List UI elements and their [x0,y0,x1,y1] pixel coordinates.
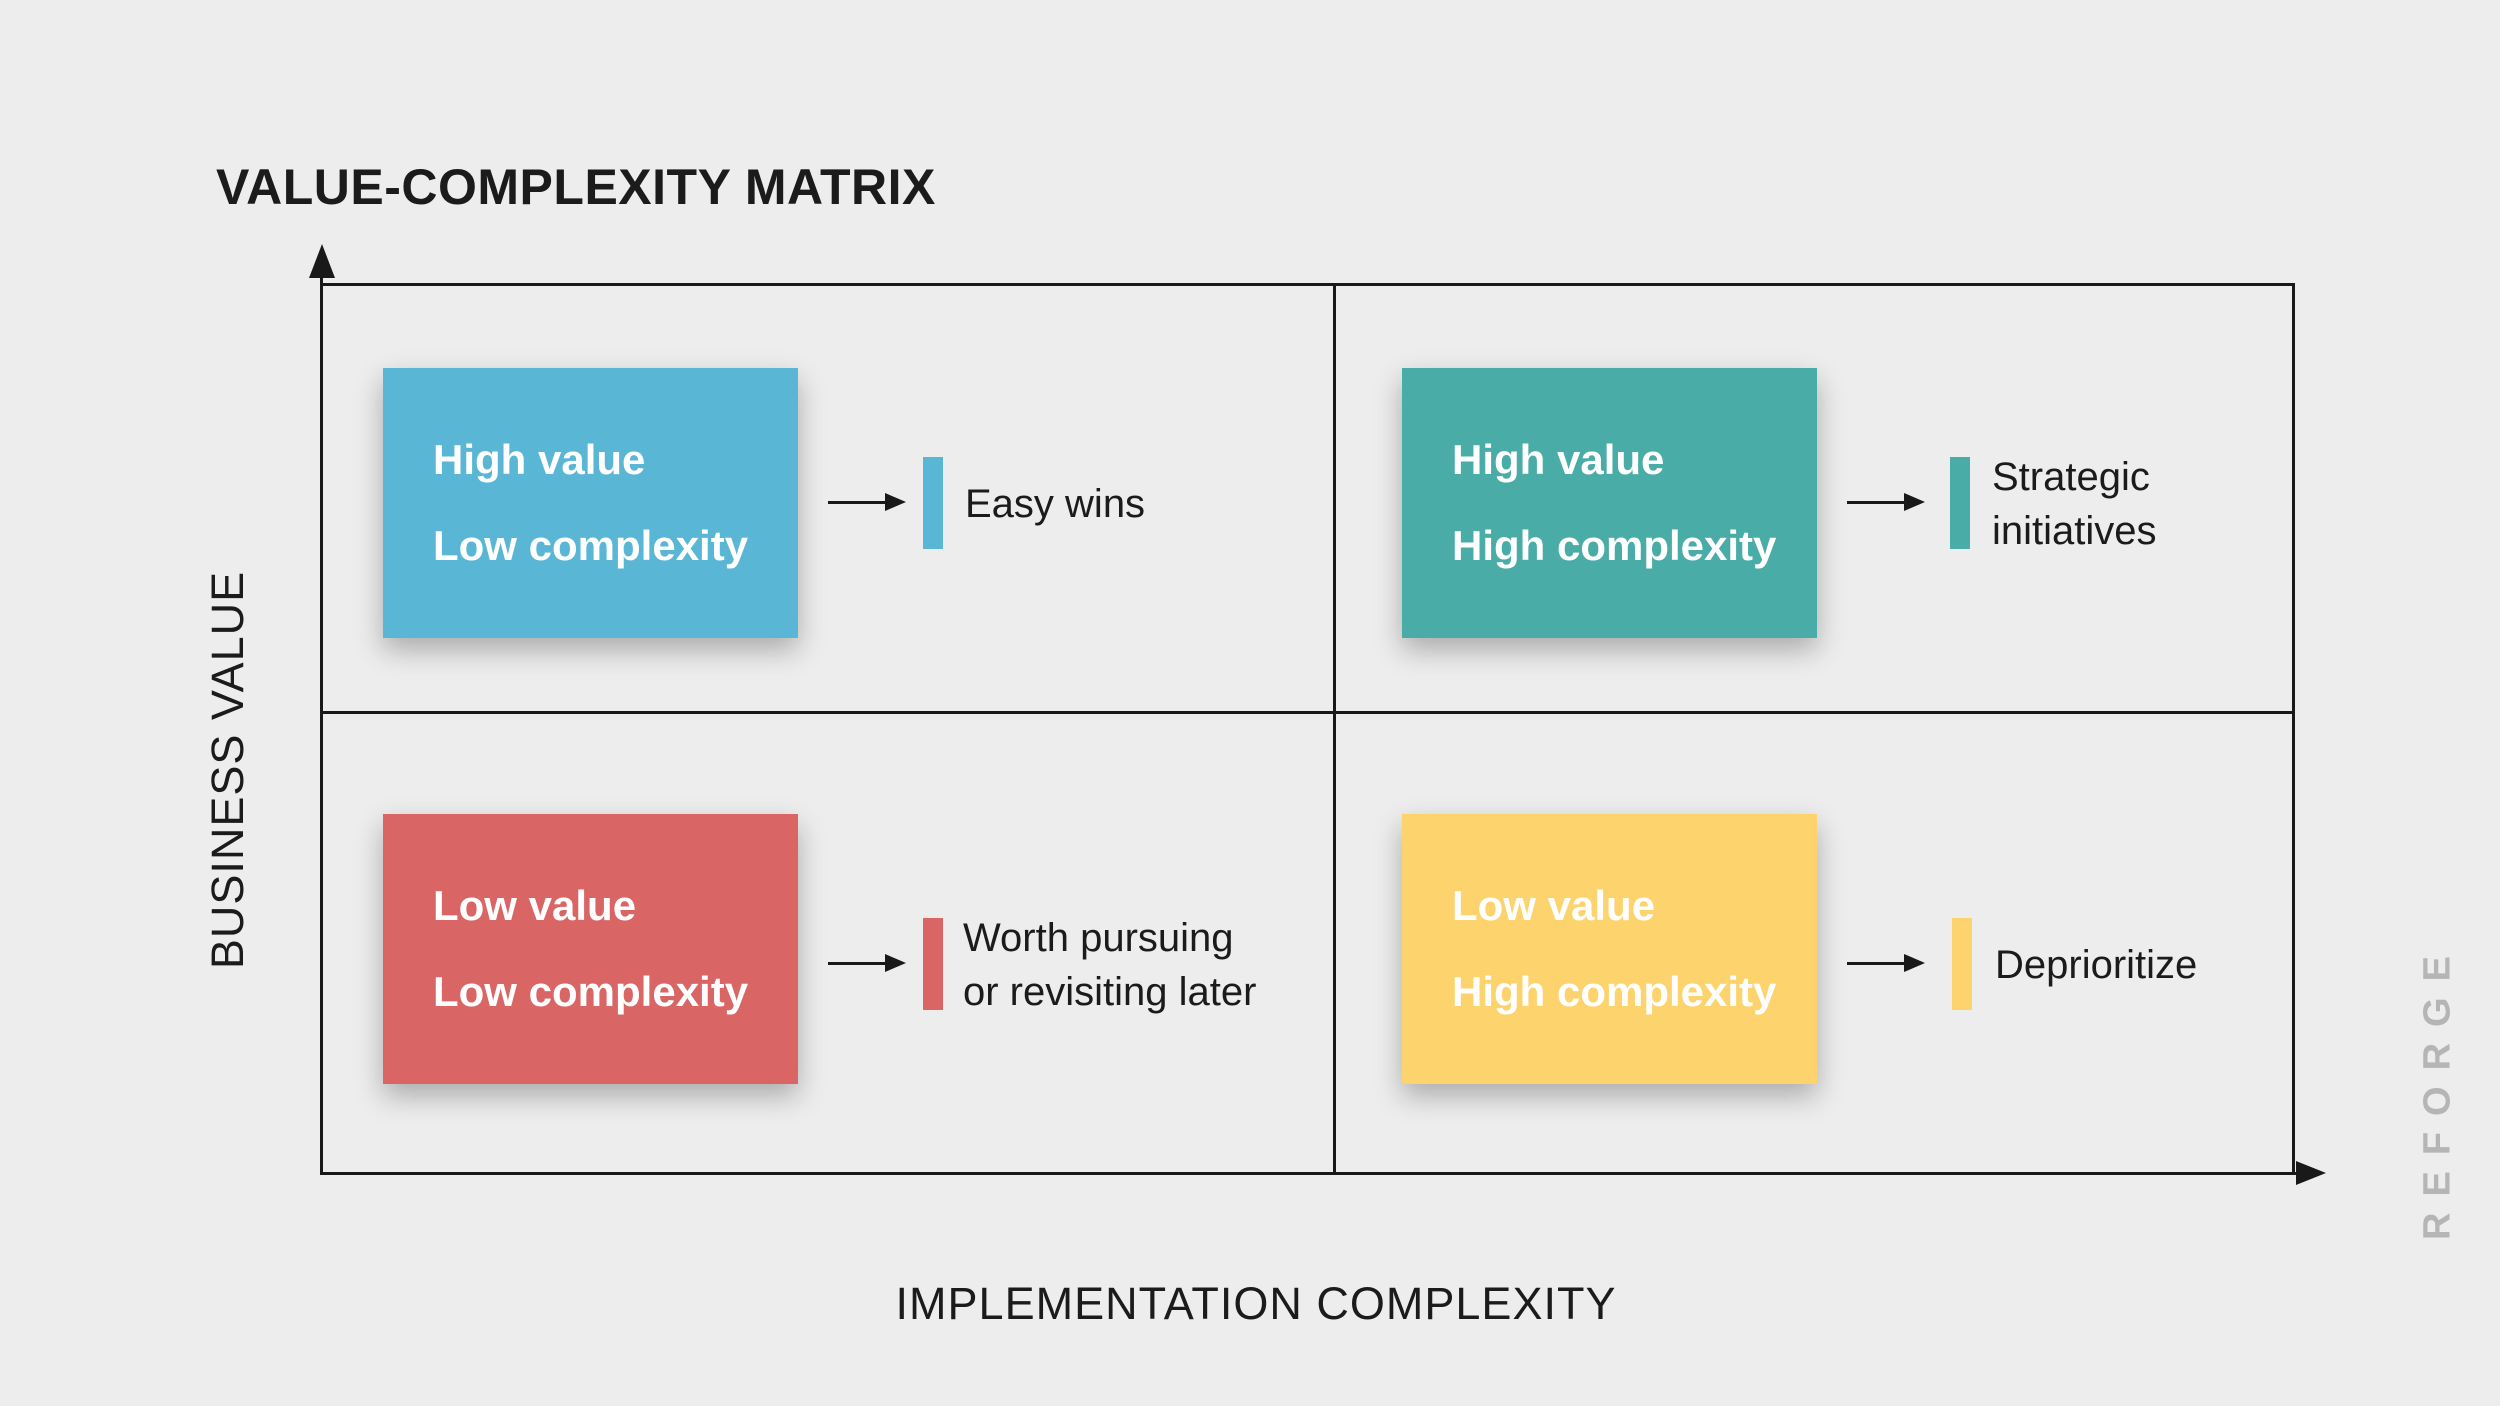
quadrant-box-line: High value [1452,436,1665,483]
accent-bar-yellow [1952,918,1972,1010]
reforge-watermark: REFORGE [2416,940,2459,1240]
quadrant-box-high-value-low-complexity: High value Low complexity [383,368,798,638]
quadrant-box-line: Low value [1452,882,1656,929]
quadrant-box-low-value-low-complexity: Low value Low complexity [383,814,798,1084]
x-axis-label: IMPLEMENTATION COMPLEXITY [895,1278,1617,1329]
connector-arrow-icon [828,954,906,972]
outcome-label-easy-wins: Easy wins [965,477,1145,531]
quadrant-box-low-value-high-complexity: Low value High complexity [1402,814,1817,1084]
outcome-label-line: Deprioritize [1995,943,2198,987]
outcome-label-worth-pursuing: Worth pursuing or revisiting later [963,911,1256,1019]
quadrant-box-line: Low complexity [433,968,749,1015]
page-title: VALUE-COMPLEXITY MATRIX [216,159,936,215]
matrix-right-border [2292,283,2295,1175]
x-axis-line [320,1172,2308,1175]
matrix-vertical-divider [1333,283,1336,1175]
connector-arrow-icon [828,493,906,511]
quadrant-box-line: High complexity [1452,522,1777,569]
quadrant-box-line: High complexity [1452,968,1777,1015]
matrix-horizontal-divider [320,711,2295,714]
outcome-label-deprioritize: Deprioritize [1995,938,2197,992]
quadrant-box-line: High value [433,436,646,483]
y-axis-arrowhead-icon [309,244,335,278]
outcome-label-line: initiatives [1992,509,2157,553]
outcome-label-line: Worth pursuing [963,916,1234,960]
outcome-label-line: Strategic [1992,455,2150,499]
y-axis-label: BUSINESS VALUE [202,570,253,970]
outcome-label-line: Easy wins [965,482,1146,526]
accent-bar-teal [1950,457,1970,549]
accent-bar-red [923,918,943,1010]
y-axis-line [320,258,323,1175]
quadrant-box-line: Low complexity [433,522,749,569]
accent-bar-blue [923,457,943,549]
connector-arrow-icon [1847,493,1925,511]
outcome-label-strategic-initiatives: Strategic initiatives [1992,450,2157,558]
x-axis-arrowhead-icon [2296,1161,2326,1185]
quadrant-box-high-value-high-complexity: High value High complexity [1402,368,1817,638]
matrix-top-border [320,283,2295,286]
outcome-label-line: or revisiting later [963,970,1257,1014]
connector-arrow-icon [1847,954,1925,972]
quadrant-box-line: Low value [433,882,637,929]
